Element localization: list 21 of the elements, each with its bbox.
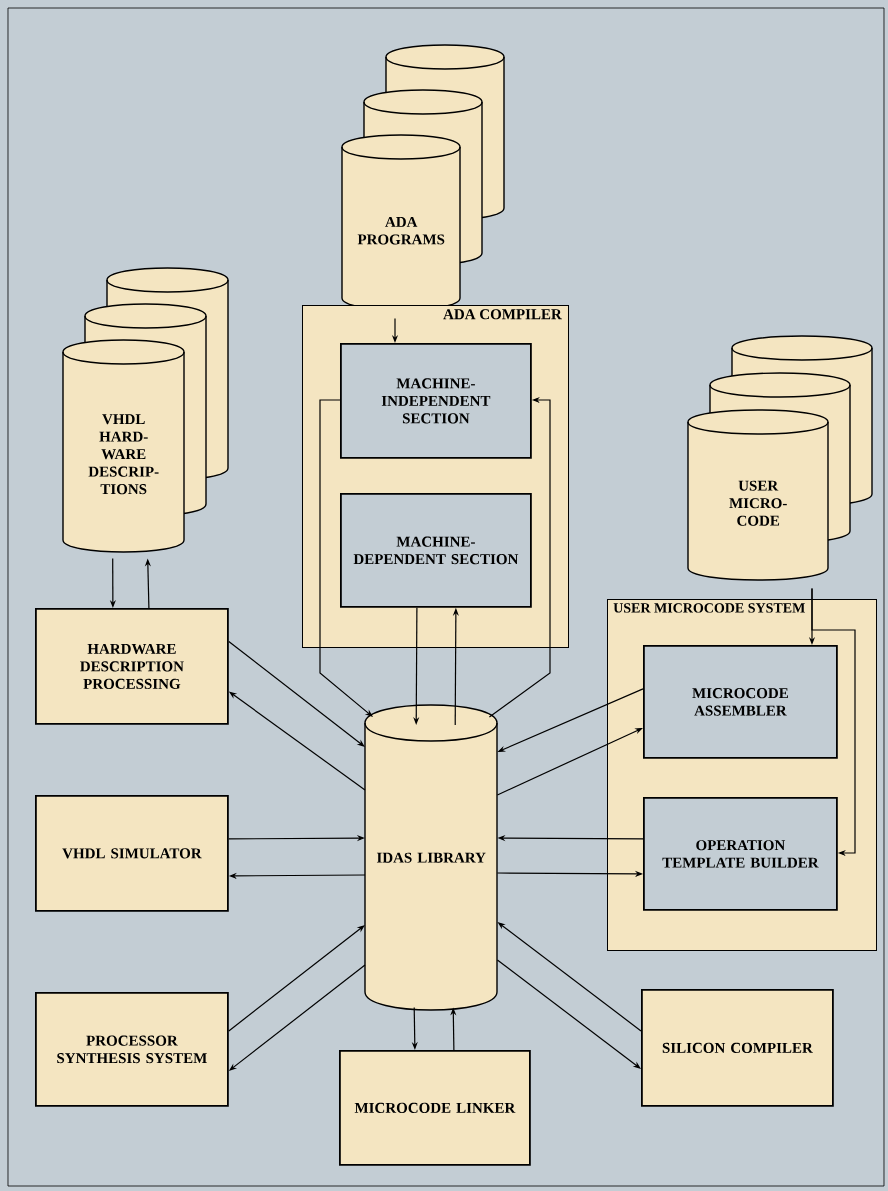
section-box: MACHINE-DEPENDENT SECTION <box>340 493 532 608</box>
database-stack: VHDL HARD-WARE DESCRIP-TIONS <box>62 267 229 553</box>
database-stack: USER MICRO-CODE <box>687 335 873 581</box>
arrow <box>228 640 365 747</box>
process-box: PROCESSOR SYNTHESIS SYSTEM <box>35 992 229 1107</box>
process-box: MICROCODE LINKER <box>339 1050 531 1166</box>
database-cylinder: IDAS LIBRARY <box>364 704 498 1011</box>
node-label: TIONS <box>100 484 147 495</box>
arrow <box>319 399 373 717</box>
node-label: CODE <box>737 515 780 526</box>
section-box: MICROCODE ASSEMBLER <box>643 645 838 759</box>
section-box: MACHINE-INDEPENDENT SECTION <box>340 343 532 459</box>
arrow <box>811 587 856 857</box>
section-box: OPERATION TEMPLATE BUILDER <box>643 797 838 911</box>
node-label: PROGRAMS <box>357 234 445 245</box>
arrow <box>228 925 365 1032</box>
node-label: USER MICRO- <box>729 480 787 509</box>
process-box: SILICON COMPILER <box>641 989 834 1107</box>
process-box: HARDWARE DESCRIPTION PROCESSING <box>35 608 229 725</box>
arrow <box>496 959 641 1069</box>
process-box: VHDL SIMULATOR <box>35 795 229 912</box>
